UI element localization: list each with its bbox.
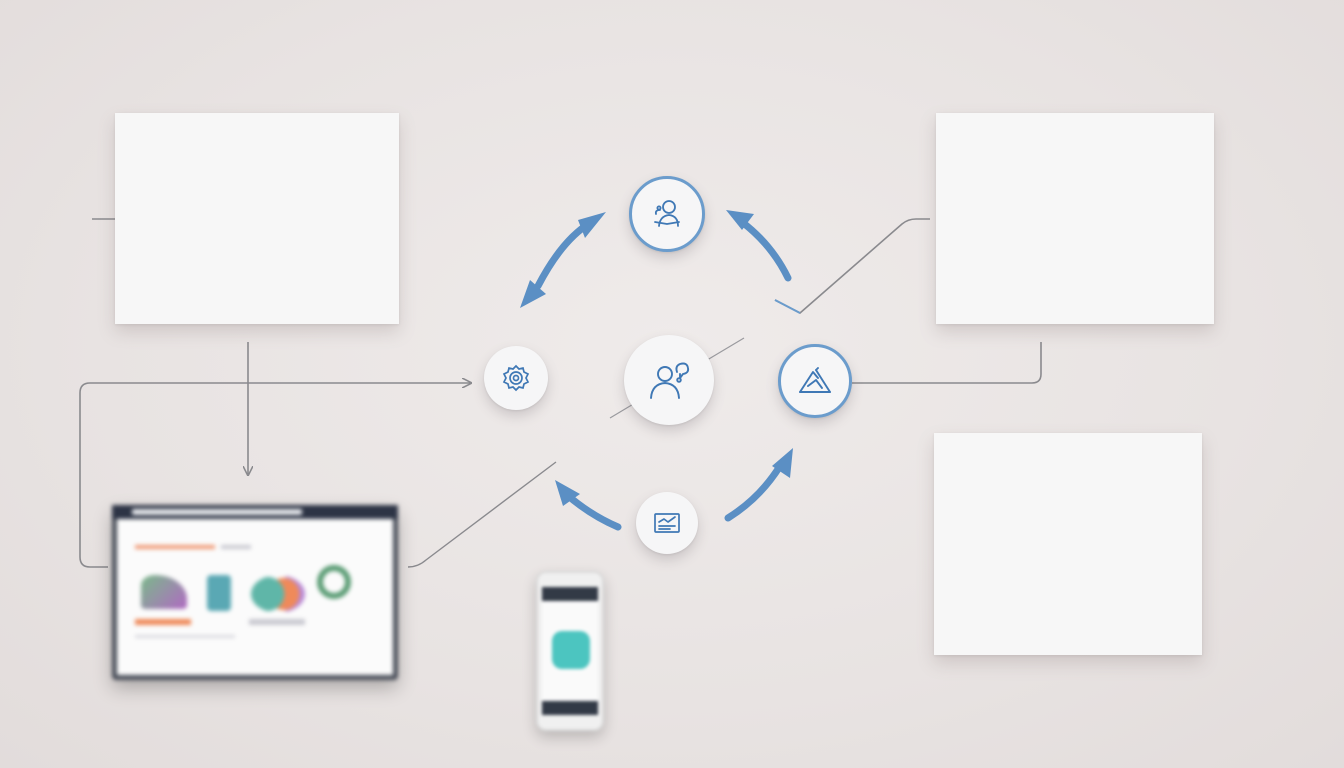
cycle-arrow-top-left [520, 212, 606, 308]
node-bottom [636, 492, 698, 554]
laptop-footer-line-2 [249, 619, 305, 625]
warning-triangle-icon [799, 367, 831, 393]
node-center [624, 335, 714, 425]
connector-laptop-diagonal [407, 461, 557, 568]
phone-bottom-bar [542, 701, 598, 715]
connector-check-to-card [774, 218, 930, 314]
gear-cog-icon [502, 364, 530, 392]
node-top [629, 176, 705, 252]
phone-app-tile [552, 631, 590, 669]
cycle-arrow-top-right [726, 210, 792, 282]
node-left [484, 346, 548, 410]
laptop-screen [117, 519, 393, 675]
connector-loop-to-left-node [79, 383, 470, 568]
card-top-left [115, 113, 399, 324]
laptop-address-bar [132, 509, 302, 515]
smartphone-app-icon [536, 571, 604, 731]
card-bottom-right [934, 433, 1202, 655]
laptop-dashboard-icon [112, 505, 398, 680]
laptop-header-line-2 [221, 545, 251, 549]
connector-right-to-card [852, 342, 1042, 384]
laptop-chart-bars [207, 575, 231, 611]
laptop-footer-line-3 [135, 635, 235, 638]
laptop-footer-line [135, 619, 191, 625]
document-chart-icon [654, 513, 680, 533]
node-right [778, 344, 852, 418]
laptop-chart-mountain [141, 575, 187, 609]
card-top-right [936, 113, 1214, 324]
cycle-arrow-bottom-right [724, 448, 793, 522]
laptop-header-line [135, 545, 215, 549]
laptop-chart-venn [251, 575, 305, 613]
person-chat-icon [650, 362, 690, 399]
phone-top-bar [542, 587, 598, 601]
cycle-arrow-bottom-left [555, 480, 622, 531]
laptop-chart-donut [317, 565, 351, 599]
person-book-icon [654, 200, 680, 227]
